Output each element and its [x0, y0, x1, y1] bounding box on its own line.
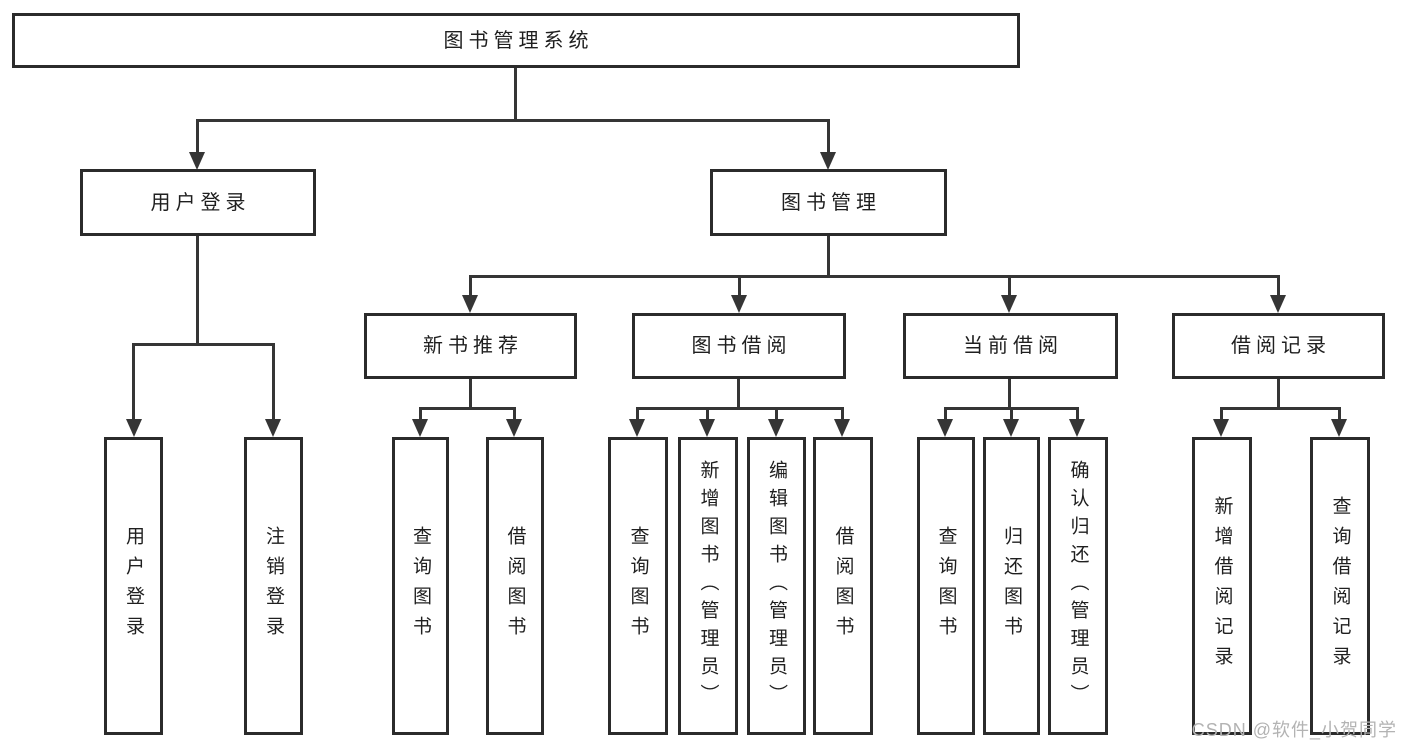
leaf-query-borrowing-record: 查询借阅记录	[1310, 437, 1370, 735]
node-label: 确认归还（管理员）	[1067, 460, 1089, 712]
connector-line	[1008, 379, 1011, 410]
node-label: 查询图书	[935, 526, 957, 646]
arrow-down-icon	[629, 419, 645, 437]
node-label: 新增图书（管理员）	[697, 460, 719, 712]
leaf-add-borrowing-record: 新增借阅记录	[1192, 437, 1252, 735]
arrow-down-icon	[462, 295, 478, 313]
node-new-book-recommendation: 新书推荐	[364, 313, 577, 379]
connector-line	[419, 407, 422, 423]
arrow-down-icon	[731, 295, 747, 313]
watermark: CSDN @软件_小贺同学	[1191, 720, 1397, 740]
node-user-login: 用户登录	[80, 169, 316, 236]
leaf-query-books-borrow: 查询图书	[608, 437, 668, 735]
leaf-borrow-books-recommend: 借阅图书	[486, 437, 544, 735]
connector-line	[132, 343, 275, 346]
connector-line	[469, 379, 472, 410]
node-label: 借阅图书	[832, 526, 854, 646]
leaf-confirm-return-admin: 确认归还（管理员）	[1048, 437, 1108, 735]
node-label: 图书管理系统	[443, 29, 594, 52]
arrow-down-icon	[189, 152, 205, 170]
node-current-borrowing: 当前借阅	[903, 313, 1118, 379]
node-label: 查询图书	[627, 526, 649, 646]
node-label: 借阅图书	[504, 526, 526, 646]
leaf-logout-login: 注销登录	[244, 437, 303, 735]
connector-line	[419, 407, 516, 410]
arrow-down-icon	[126, 419, 142, 437]
node-borrowing-records: 借阅记录	[1172, 313, 1385, 379]
connector-line	[1277, 275, 1280, 297]
connector-line	[196, 119, 199, 157]
arrow-down-icon	[1001, 295, 1017, 313]
arrow-down-icon	[699, 419, 715, 437]
node-book-management: 图书管理	[710, 169, 947, 236]
node-label: 当前借阅	[963, 335, 1063, 357]
node-label: 借阅记录	[1231, 335, 1331, 357]
connector-line	[738, 275, 741, 297]
arrow-down-icon	[412, 419, 428, 437]
arrow-down-icon	[506, 419, 522, 437]
node-label: 用户登录	[150, 191, 251, 214]
node-label: 查询图书	[410, 526, 431, 646]
node-label: 图书借阅	[691, 335, 792, 357]
leaf-edit-books-admin: 编辑图书（管理员）	[747, 437, 806, 735]
arrow-down-icon	[1270, 295, 1286, 313]
node-label: 用户登录	[123, 526, 144, 646]
leaf-add-books-admin: 新增图书（管理员）	[678, 437, 738, 735]
connector-line	[1220, 407, 1223, 423]
arrow-down-icon	[937, 419, 953, 437]
connector-line	[827, 235, 830, 278]
connector-line	[841, 407, 844, 423]
leaf-return-books: 归还图书	[983, 437, 1040, 735]
node-label: 新增借阅记录	[1211, 496, 1233, 676]
arrow-down-icon	[820, 152, 836, 170]
connector-line	[469, 275, 1280, 278]
connector-line	[1277, 379, 1280, 410]
node-label: 注销登录	[263, 526, 284, 646]
connector-line	[1220, 407, 1340, 410]
connector-line	[1076, 407, 1079, 423]
leaf-borrow-books: 借阅图书	[813, 437, 873, 735]
connector-line	[827, 119, 830, 157]
connector-line	[1010, 407, 1013, 423]
connector-line	[737, 379, 740, 410]
connector-line	[469, 275, 472, 297]
arrow-down-icon	[1331, 419, 1347, 437]
connector-line	[272, 343, 275, 423]
connector-line	[514, 68, 517, 122]
leaf-user-login: 用户登录	[104, 437, 163, 735]
node-label: 归还图书	[1001, 526, 1022, 646]
node-library-management-system: 图书管理系统	[12, 13, 1020, 68]
node-label: 新书推荐	[423, 335, 523, 357]
leaf-query-books-recommend: 查询图书	[392, 437, 449, 735]
node-label: 编辑图书（管理员）	[766, 460, 787, 712]
connector-line	[196, 119, 830, 122]
node-label: 图书管理	[781, 191, 881, 214]
connector-line	[513, 407, 516, 423]
connector-line	[196, 235, 199, 346]
connector-line	[944, 407, 947, 423]
arrow-down-icon	[1003, 419, 1019, 437]
arrow-down-icon	[265, 419, 281, 437]
arrow-down-icon	[1213, 419, 1229, 437]
leaf-query-books-current: 查询图书	[917, 437, 975, 735]
arrow-down-icon	[1069, 419, 1085, 437]
node-label: 查询借阅记录	[1329, 496, 1351, 676]
connector-line	[1338, 407, 1341, 423]
arrow-down-icon	[834, 419, 850, 437]
arrow-down-icon	[768, 419, 784, 437]
connector-line	[636, 407, 843, 410]
connector-line	[775, 407, 778, 423]
connector-line	[706, 407, 709, 423]
connector-line	[1008, 275, 1011, 297]
connector-line	[636, 407, 639, 423]
connector-line	[132, 343, 135, 423]
node-book-borrowing: 图书借阅	[632, 313, 846, 379]
